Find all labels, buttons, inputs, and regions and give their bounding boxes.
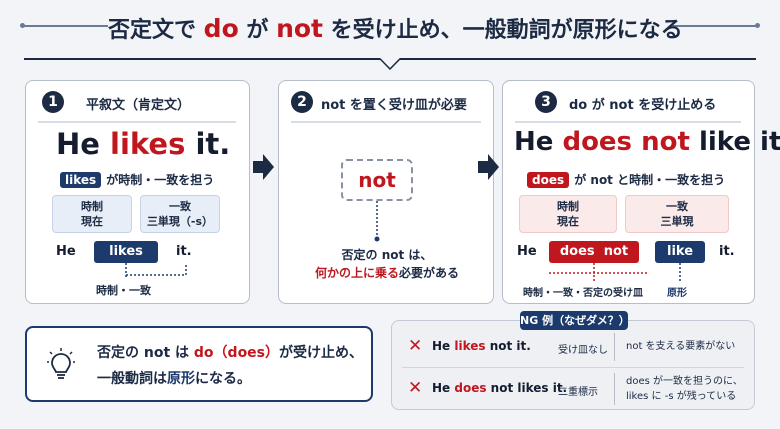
panel-separator <box>515 121 741 123</box>
word-it: it. <box>176 244 192 259</box>
panel-not-slot: 2 not を置く受け皿が必要 not 否定の not は、 何かの上に乗る必要… <box>278 80 494 304</box>
ng-type: 受け皿なし <box>558 345 608 356</box>
title-rule-right <box>672 25 756 27</box>
caption: 時制・一致 <box>96 284 151 297</box>
page-title: 否定文で do が not を受け止め、一般動詞が原形になる <box>108 14 683 43</box>
word-like: like <box>655 241 705 263</box>
panel-heading: do が not を受け止める <box>569 98 717 113</box>
title-dot-left <box>20 23 25 28</box>
role-note: does が not と時制・一致を担う <box>527 169 725 188</box>
caption-left: 時制・一致・否定の受け皿 <box>523 288 643 299</box>
word-he: He <box>56 244 76 259</box>
panel-heading: 平叙文（肯定文） <box>86 98 191 113</box>
word-likes: likes <box>94 241 158 263</box>
ng-reason: likes に -s が残っている <box>626 391 737 402</box>
tense-box: 時制現在 <box>519 195 617 233</box>
panel-separator <box>38 121 236 123</box>
agreement-box: 一致三単現（-s） <box>140 195 220 233</box>
ng-type: 二重標示 <box>558 387 598 398</box>
row-divider <box>402 367 744 368</box>
role-note: likes が時制・一致を担う <box>60 169 214 188</box>
panel-heading: not を置く受け皿が必要 <box>321 98 467 113</box>
ng-sentence: He does not likes it. <box>432 381 568 395</box>
agreement-box: 一致三単現 <box>625 195 729 233</box>
ng-reason: not を支える要素がない <box>626 341 736 352</box>
example-sentence: He does not like it. <box>514 127 780 157</box>
ng-sentence: He likes not it. <box>432 339 531 353</box>
word-it: it. <box>719 244 735 259</box>
column-divider <box>614 333 615 361</box>
verb-tag: likes <box>60 172 102 188</box>
lightbulb-icon <box>47 348 75 379</box>
not-slot-box: not <box>341 159 413 201</box>
word-he: He <box>517 244 537 259</box>
divider-notch <box>380 58 400 70</box>
summary-box: 否定の not は do（does）が受け止め、 一般動詞は原形になる。 <box>25 326 373 402</box>
summary-line-2: 一般動詞は原形になる。 <box>97 371 251 387</box>
step-number: 1 <box>42 91 64 113</box>
summary-line-1: 否定の not は do（does）が受け止め、 <box>97 345 364 361</box>
title-rule-left <box>24 25 108 27</box>
example-sentence: He likes it. <box>56 127 231 161</box>
panel-affirmative: 1 平叙文（肯定文） He likes it. likes が時制・一致を担う … <box>25 80 250 304</box>
step-number: 3 <box>535 91 557 113</box>
caption-right: 原形 <box>667 288 687 299</box>
arrow-right-icon <box>478 154 499 180</box>
title-dot-right <box>755 23 760 28</box>
word-does-not: does not <box>549 241 639 263</box>
column-divider <box>614 373 615 405</box>
explanation-line-2: 何かの上に乗る必要がある <box>314 266 460 280</box>
connector-dotted <box>549 263 681 281</box>
panel-separator <box>291 121 481 123</box>
arrow-right-icon <box>253 154 274 180</box>
tense-box: 時制現在 <box>52 195 132 233</box>
aux-tag: does <box>527 172 570 188</box>
x-icon: ✕ <box>408 336 423 356</box>
step-number: 2 <box>291 91 313 113</box>
explanation-line-1: 否定の not は、 <box>341 248 433 262</box>
connector-dotted <box>125 263 187 277</box>
x-icon: ✕ <box>408 378 423 398</box>
ng-examples-box: ✕ He likes not it. 受け皿なし not を支える要素がない ✕… <box>391 320 755 410</box>
panel-do-support: 3 do が not を受け止める He does not like it. d… <box>502 80 780 304</box>
connector-down <box>374 201 380 242</box>
ng-label: NG 例（なぜダメ？） <box>520 311 630 330</box>
ng-reason: does が一致を担うのに、 <box>626 376 743 387</box>
